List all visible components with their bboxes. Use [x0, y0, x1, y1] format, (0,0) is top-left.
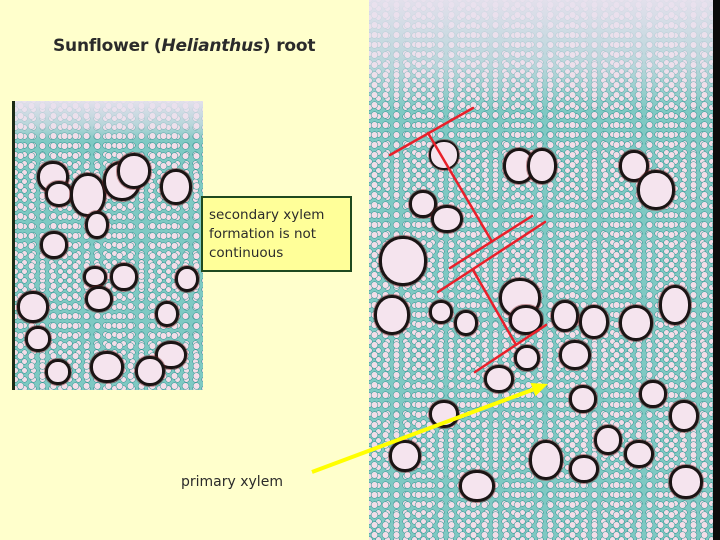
xylem-vessel [529, 440, 563, 480]
xylem-vessel [45, 359, 71, 385]
xylem-vessel [389, 440, 421, 472]
xylem-vessel [40, 231, 68, 259]
xylem-vessel [90, 351, 124, 383]
callout-line-3: continuous [209, 245, 284, 261]
xylem-vessel [25, 326, 51, 352]
xylem-vessel [70, 173, 106, 217]
xylem-vessel [85, 286, 113, 312]
xylem-vessel [619, 305, 653, 341]
xylem-vessel [669, 400, 699, 432]
xylem-vessel [509, 305, 543, 335]
xylem-vessel [551, 300, 579, 332]
xylem-vessel [374, 295, 410, 335]
callout-line-1: secondary xylem [209, 207, 325, 223]
xylem-vessel [110, 263, 138, 291]
title-genus: Helianthus [161, 36, 263, 56]
left-micrograph [12, 101, 203, 390]
title-suffix: ) root [262, 36, 316, 56]
xylem-vessel [160, 169, 192, 205]
xylem-vessel [659, 285, 691, 325]
xylem-vessel [155, 301, 179, 327]
callout-line-2: formation is not [209, 226, 317, 242]
xylem-vessel [454, 310, 478, 336]
xylem-vessel [85, 211, 109, 239]
xylem-vessel [429, 140, 459, 170]
cortex-region [369, 0, 713, 110]
xylem-vessel [17, 291, 49, 323]
xylem-vessel [431, 205, 463, 233]
xylem-vessel [45, 181, 73, 207]
xylem-vessel [135, 356, 165, 386]
xylem-vessel [484, 365, 514, 393]
xylem-vessel [569, 455, 599, 483]
xylem-vessel [83, 266, 107, 288]
xylem-vessel [459, 470, 495, 502]
xylem-vessel [527, 148, 557, 184]
xylem-vessel [624, 440, 654, 468]
cortex-region [15, 101, 203, 141]
xylem-vessel [637, 170, 675, 210]
xylem-vessel [669, 465, 703, 499]
title-prefix: Sunflower ( [53, 36, 162, 56]
xylem-vessel [594, 425, 622, 455]
xylem-vessel [429, 400, 459, 428]
callout-box: secondary xylem formation is not continu… [201, 196, 352, 272]
xylem-vessel [429, 300, 453, 324]
image-edge-strip [713, 0, 720, 540]
xylem-vessel [175, 266, 199, 292]
xylem-vessel [579, 305, 609, 339]
xylem-vessel [569, 385, 597, 413]
slide-title: Sunflower (Helianthus) root [53, 36, 315, 56]
xylem-vessel [117, 153, 151, 189]
xylem-vessel [379, 236, 427, 286]
xylem-vessel [514, 345, 540, 371]
callout-text: secondary xylem formation is not continu… [209, 206, 354, 263]
xylem-vessel [639, 380, 667, 408]
primary-xylem-label: primary xylem [181, 474, 283, 490]
right-micrograph [369, 0, 713, 540]
xylem-vessel [559, 340, 591, 370]
